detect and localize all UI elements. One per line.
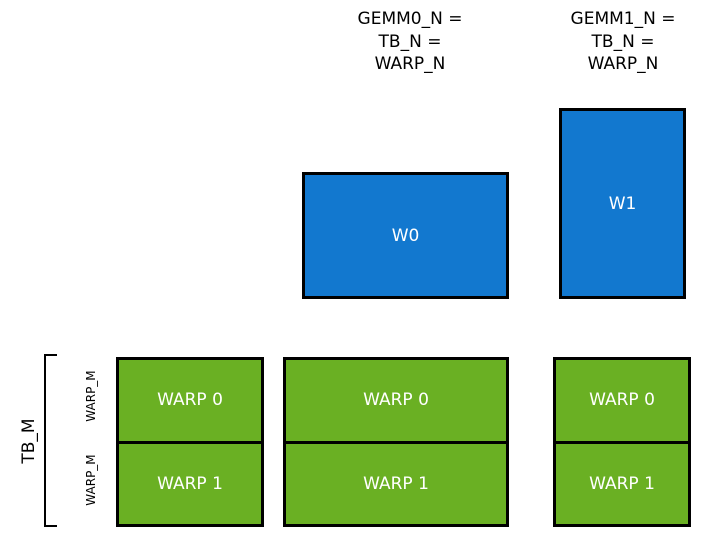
tb-m-label-text: TB_M [19,418,39,464]
header-gemm1: GEMM1_N = TB_N = WARP_N [570,9,676,75]
warp-m-label-bottom-text: WARP_M [84,454,98,506]
tb-m-bracket [41,354,59,527]
warp-m-label-top-text: WARP_M [84,370,98,422]
tb-m-label: TB_M [19,391,39,491]
green-column-2: WARP 0 WARP 1 [553,357,691,527]
blue-block-w1-label: W1 [608,193,637,214]
blue-block-w0: W0 [302,172,509,299]
green-cell-0-1: WARP 1 [119,440,261,524]
tb-m-bracket-shape [44,354,57,527]
green-cell-0-0-label: WARP 0 [157,390,223,411]
green-cell-2-0-label: WARP 0 [589,390,655,411]
blue-block-w0-label: W0 [391,225,420,246]
header-gemm0: GEMM0_N = TB_N = WARP_N [357,9,463,75]
warp-m-label-bottom: WARP_M [83,440,99,520]
green-cell-0-0: WARP 0 [119,360,261,441]
green-cell-1-1: WARP 1 [286,440,506,524]
green-cell-2-1: WARP 1 [556,440,688,524]
warp-m-label-top: WARP_M [83,356,99,436]
green-column-1: WARP 0 WARP 1 [283,357,509,527]
green-cell-1-0-label: WARP 0 [363,390,429,411]
blue-block-w1: W1 [559,108,686,299]
green-cell-2-1-label: WARP 1 [589,473,655,494]
green-cell-2-0: WARP 0 [556,360,688,441]
green-cell-1-0: WARP 0 [286,360,506,441]
green-cell-0-1-label: WARP 1 [157,473,223,494]
green-column-0: WARP 0 WARP 1 [116,357,264,527]
green-cell-1-1-label: WARP 1 [363,473,429,494]
